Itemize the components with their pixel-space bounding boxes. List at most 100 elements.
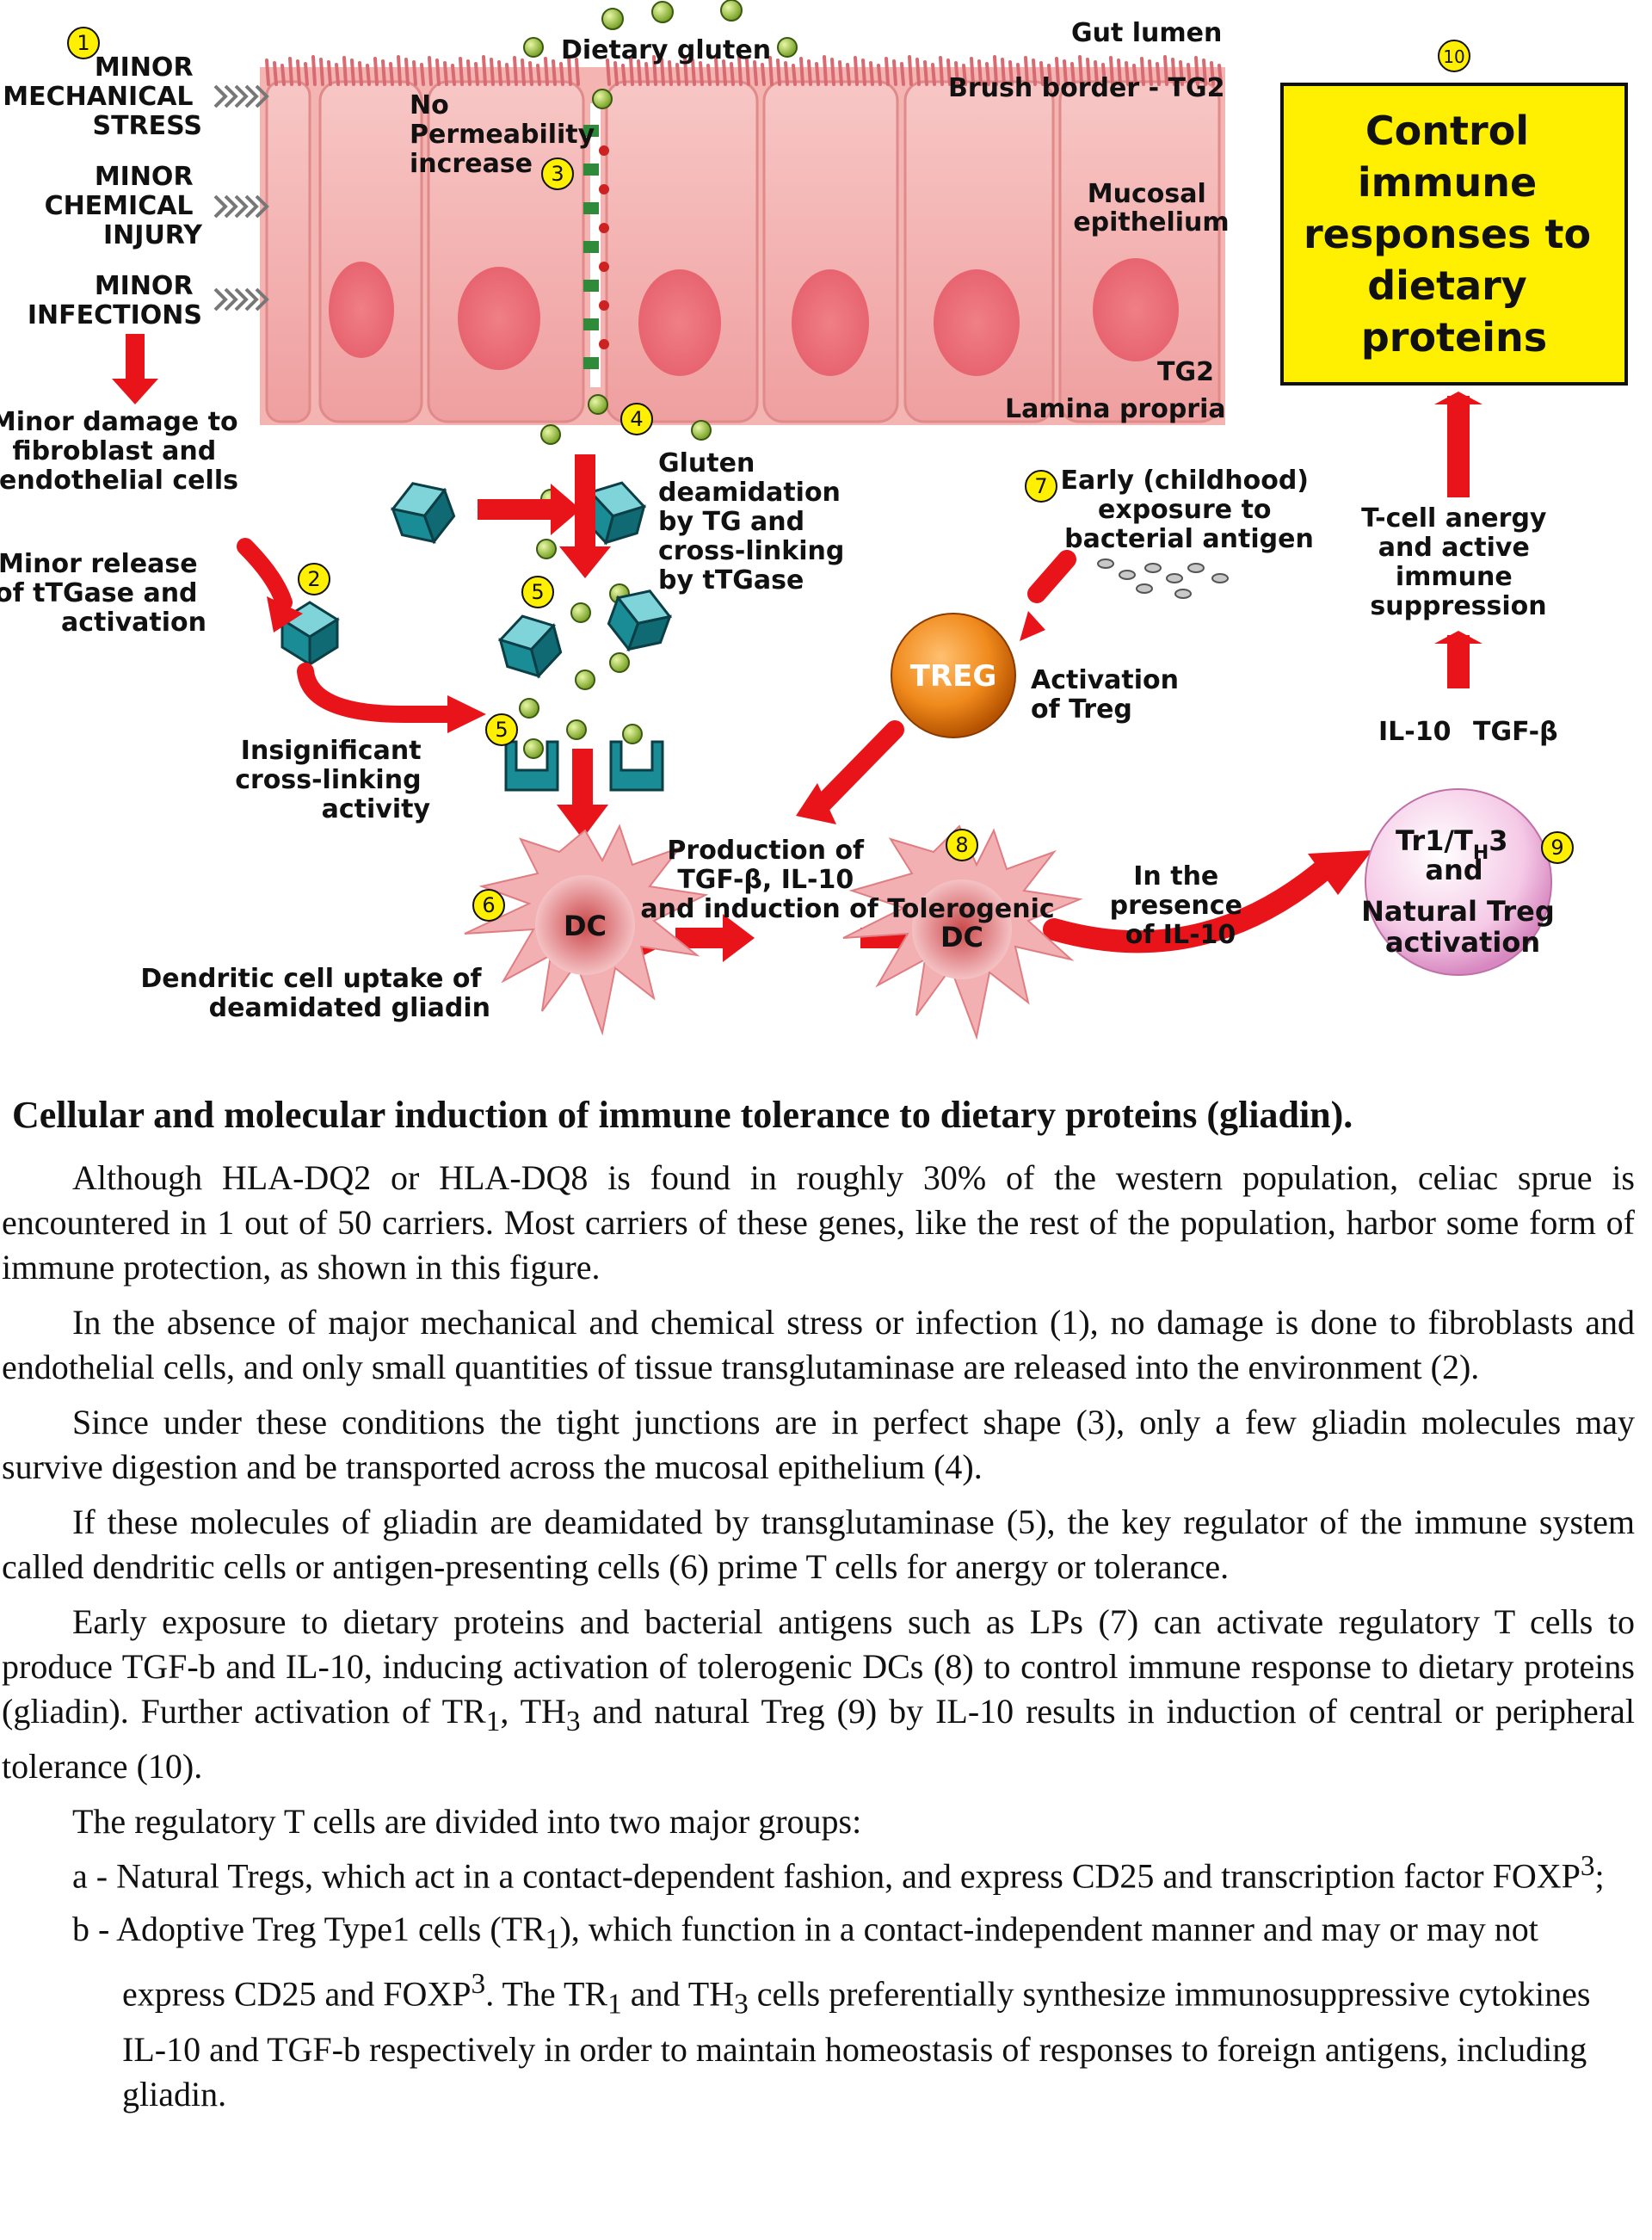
minor-infections-label: MINOR INFECTIONS <box>28 271 202 330</box>
minor-chemical-label: MINOR CHEMICAL INJURY <box>45 162 204 250</box>
tg2-label: TG2 <box>1157 357 1214 387</box>
gluten-deamidation-label: Gluten deamidation by TG and cross-linki… <box>658 448 854 595</box>
microvillus <box>1086 58 1091 86</box>
microvillus <box>1217 64 1223 86</box>
microvillus <box>714 57 719 86</box>
microvillus <box>304 62 309 86</box>
microvillus <box>412 60 417 86</box>
paragraph-1: Although HLA-DQ2 or HLA-DQ8 is found in … <box>2 1158 1635 1287</box>
microvillus <box>397 55 402 86</box>
paragraph-2: In the absence of major mechanical and c… <box>2 1303 1635 1386</box>
microvillus <box>1039 61 1045 86</box>
microvillus <box>792 64 797 86</box>
step-marker-number: 9 <box>1550 836 1563 860</box>
microvillus <box>1101 63 1106 86</box>
paragraph-4: If these molecules of gliadin are deamid… <box>2 1503 1635 1586</box>
microvillus <box>1078 55 1083 86</box>
microvillus <box>319 58 324 86</box>
microvillus <box>629 57 634 86</box>
step-marker-circle <box>1438 40 1470 72</box>
microvillus <box>869 61 874 86</box>
microvillus <box>552 59 557 86</box>
step-marker-number: 1 <box>77 31 89 55</box>
microvillus <box>745 58 750 86</box>
microvillus <box>977 59 983 86</box>
microvillus <box>722 59 727 86</box>
brush-border-microvilli <box>265 55 1223 86</box>
microvillus <box>946 59 952 86</box>
microvillus <box>761 63 766 86</box>
minor-mechanical-label: MINOR MECHANICAL STRESS <box>3 52 202 141</box>
mucosal-epithelium-label: Mucosal epithelium <box>1073 179 1229 238</box>
microvillus <box>327 60 332 86</box>
caption-title: Cellular and molecular induction of immu… <box>12 1094 1353 1136</box>
microvillus <box>311 55 317 86</box>
dc-uptake-label: Dendritic cell uptake of deamidated glia… <box>140 964 490 1023</box>
microvillus <box>1125 61 1130 86</box>
microvillus <box>350 59 355 86</box>
dietary-gluten-label: Dietary gluten <box>561 35 771 65</box>
dendritic-cell <box>464 824 709 1036</box>
microvillus <box>505 63 510 86</box>
microvillus <box>962 64 967 86</box>
step-marker-circle <box>541 157 574 190</box>
microvillus <box>885 57 890 86</box>
and-label: and <box>1425 854 1482 886</box>
early-exposure-label: Early (childhood) exposure to bacterial … <box>1061 466 1318 554</box>
microvillus <box>373 57 379 86</box>
microvillus <box>273 61 278 86</box>
microvillus <box>459 57 464 86</box>
microvillus <box>768 56 774 86</box>
microvillus <box>296 59 301 86</box>
step-marker-number: 4 <box>630 407 643 431</box>
microvillus <box>706 64 712 86</box>
microvillus <box>1047 64 1052 86</box>
microvillus <box>954 61 959 86</box>
microvillus <box>1055 57 1060 86</box>
groups-intro: The regulatory T cells are divided into … <box>72 1802 862 1841</box>
tgfb-label: TGF-β <box>1473 717 1558 747</box>
microvillus <box>683 56 688 86</box>
epithelial-cells <box>265 80 1221 423</box>
step-marker-number: 8 <box>955 833 968 857</box>
bacterial-antigen-dots <box>1097 558 1229 599</box>
microvillus <box>381 59 386 86</box>
microvillus <box>1094 60 1099 86</box>
microvillus <box>846 63 851 86</box>
step-marker-circle <box>620 403 653 435</box>
microvillus <box>939 56 944 86</box>
microvillus <box>621 64 626 86</box>
microvillus <box>753 60 758 86</box>
tolerogenic-dendritic-cell <box>842 824 1083 1040</box>
microvillus <box>1163 55 1168 86</box>
microvillus <box>1024 56 1029 86</box>
microvillus <box>482 55 487 86</box>
microvillus <box>288 57 293 86</box>
microvillus <box>737 55 743 86</box>
tr1-th3-cell <box>1365 788 1552 976</box>
in-presence-label: In the presence of IL-10 <box>1110 861 1252 950</box>
step-marker-circle <box>485 713 518 746</box>
stress-chevrons <box>213 84 269 312</box>
step-marker-circle <box>298 563 330 595</box>
microvillus <box>1179 60 1184 86</box>
microvillus <box>1171 58 1176 86</box>
t-cell-anergy-label: T-cell anergy and active immune suppress… <box>1361 503 1556 621</box>
paragraph-5: Early exposure to dietary proteins and b… <box>2 1602 1635 1786</box>
microvillus <box>838 60 843 86</box>
microvillus <box>660 58 665 86</box>
step-marker-number: 5 <box>495 718 508 742</box>
microvillus <box>559 62 564 86</box>
microvillus <box>443 61 448 86</box>
lamina-propria-label: Lamina propria <box>1005 394 1226 424</box>
insignificant-label: Insignificant cross-linking activity <box>235 736 430 824</box>
paragraph-3: Since under these conditions the tight j… <box>2 1403 1635 1486</box>
tr1-th3-label: Tr1/TH3 <box>1396 824 1508 864</box>
group-b-item: b - Adoptive Treg Type1 cells (TR1), whi… <box>72 1910 1591 2113</box>
microvillus <box>1140 57 1145 86</box>
microvillus <box>644 62 650 86</box>
treg-cell <box>891 613 1016 738</box>
curved-arrows <box>237 538 1341 953</box>
step-marker-number: 6 <box>482 893 495 917</box>
microvillus <box>613 61 619 86</box>
